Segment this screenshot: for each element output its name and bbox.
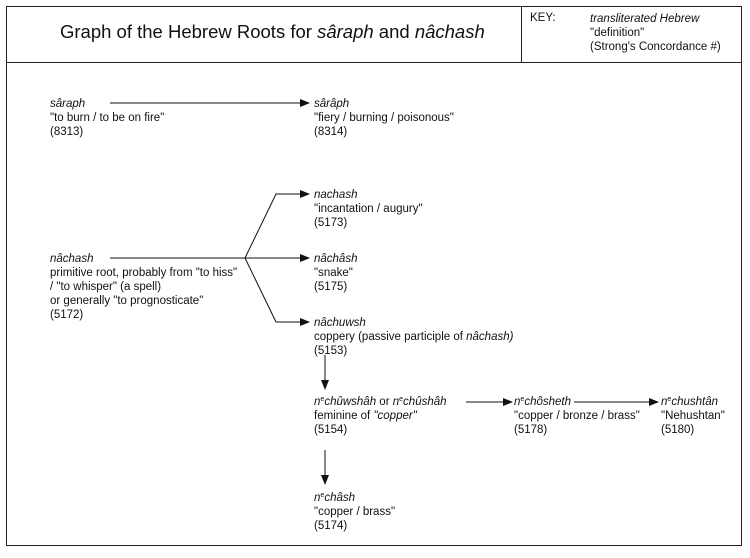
edge-nachash-to-nachuwsh xyxy=(244,257,310,326)
node-saraph-noun: sârâph "fiery / burning / poisonous" (83… xyxy=(314,97,454,139)
definition-line-2: / "to whisper" (a spell) xyxy=(50,281,162,293)
word: nâchâsh xyxy=(314,253,358,265)
key-strongs: (Strong's Concordance #) xyxy=(590,41,721,53)
definition: "copper / brass" xyxy=(314,506,396,518)
word: sâraph xyxy=(50,98,86,110)
strongs-number: (5153) xyxy=(314,345,348,357)
word: nachash xyxy=(314,189,358,201)
key-definition: "definition" xyxy=(590,27,645,39)
word: nechûwshâh or nechûshâh xyxy=(314,396,447,408)
key-transliterated: transliterated Hebrew xyxy=(590,13,700,25)
definition-line-3: or generally "to prognosticate" xyxy=(50,295,204,307)
node-nechosheth: nechôsheth "copper / bronze / brass" (51… xyxy=(514,395,640,437)
definition: feminine of "copper" xyxy=(314,410,417,422)
header-divider xyxy=(6,62,742,63)
node-nachuwsh: nâchuwsh coppery (passive participle of … xyxy=(314,316,513,358)
node-nechushah: nechûwshâh or nechûshâh feminine of "cop… xyxy=(314,395,447,437)
node-saraph-root: sâraph "to burn / to be on fire" (8313) xyxy=(50,97,164,139)
strongs-number: (5178) xyxy=(514,424,548,436)
strongs-number: (5174) xyxy=(314,520,348,532)
word: nechushtân xyxy=(661,396,718,408)
strongs-number: (5173) xyxy=(314,217,348,229)
title-word-nachash: nâchash xyxy=(414,21,485,42)
diagram-title: Graph of the Hebrew Roots for sâraph and… xyxy=(60,21,485,42)
node-nechash: nechâsh "copper / brass" (5174) xyxy=(314,491,395,533)
definition: "Nehushtan" xyxy=(661,410,725,422)
node-nachash-snake: nâchâsh "snake" (5175) xyxy=(314,252,357,294)
node-nachash-incantation: nachash "incantation / augury" (5173) xyxy=(314,188,423,230)
definition: "fiery / burning / poisonous" xyxy=(314,112,454,124)
strongs-number: (5180) xyxy=(661,424,695,436)
word: nâchash xyxy=(50,253,94,265)
definition: "incantation / augury" xyxy=(314,203,423,215)
definition: "snake" xyxy=(314,267,353,279)
strongs-number: (5175) xyxy=(314,281,348,293)
strongs-number: (8314) xyxy=(314,126,348,138)
strongs-number: (8313) xyxy=(50,126,84,138)
key-legend: transliterated Hebrew "definition" (Stro… xyxy=(590,12,721,54)
definition: "copper / bronze / brass" xyxy=(514,410,640,422)
word: nâchuwsh xyxy=(314,317,366,329)
node-nachash-root: nâchash primitive root, probably from "t… xyxy=(50,252,237,322)
word: nechâsh xyxy=(314,492,355,504)
definition: "to burn / to be on fire" xyxy=(50,112,165,124)
strongs-number: (5172) xyxy=(50,309,84,321)
edge-nachash-to-incantation xyxy=(244,190,310,259)
key-divider xyxy=(521,6,522,63)
strongs-number: (5154) xyxy=(314,424,348,436)
title-word-saraph: sâraph xyxy=(317,21,374,42)
word: nechôsheth xyxy=(514,396,571,408)
definition: coppery (passive participle of nâchash) xyxy=(314,331,514,343)
node-nechushtan: nechushtân "Nehushtan" (5180) xyxy=(661,395,725,437)
definition-line-1: primitive root, probably from "to hiss" xyxy=(50,267,238,279)
word: sârâph xyxy=(314,98,350,110)
diagram-frame xyxy=(6,6,742,546)
key-label: KEY: xyxy=(530,12,556,24)
